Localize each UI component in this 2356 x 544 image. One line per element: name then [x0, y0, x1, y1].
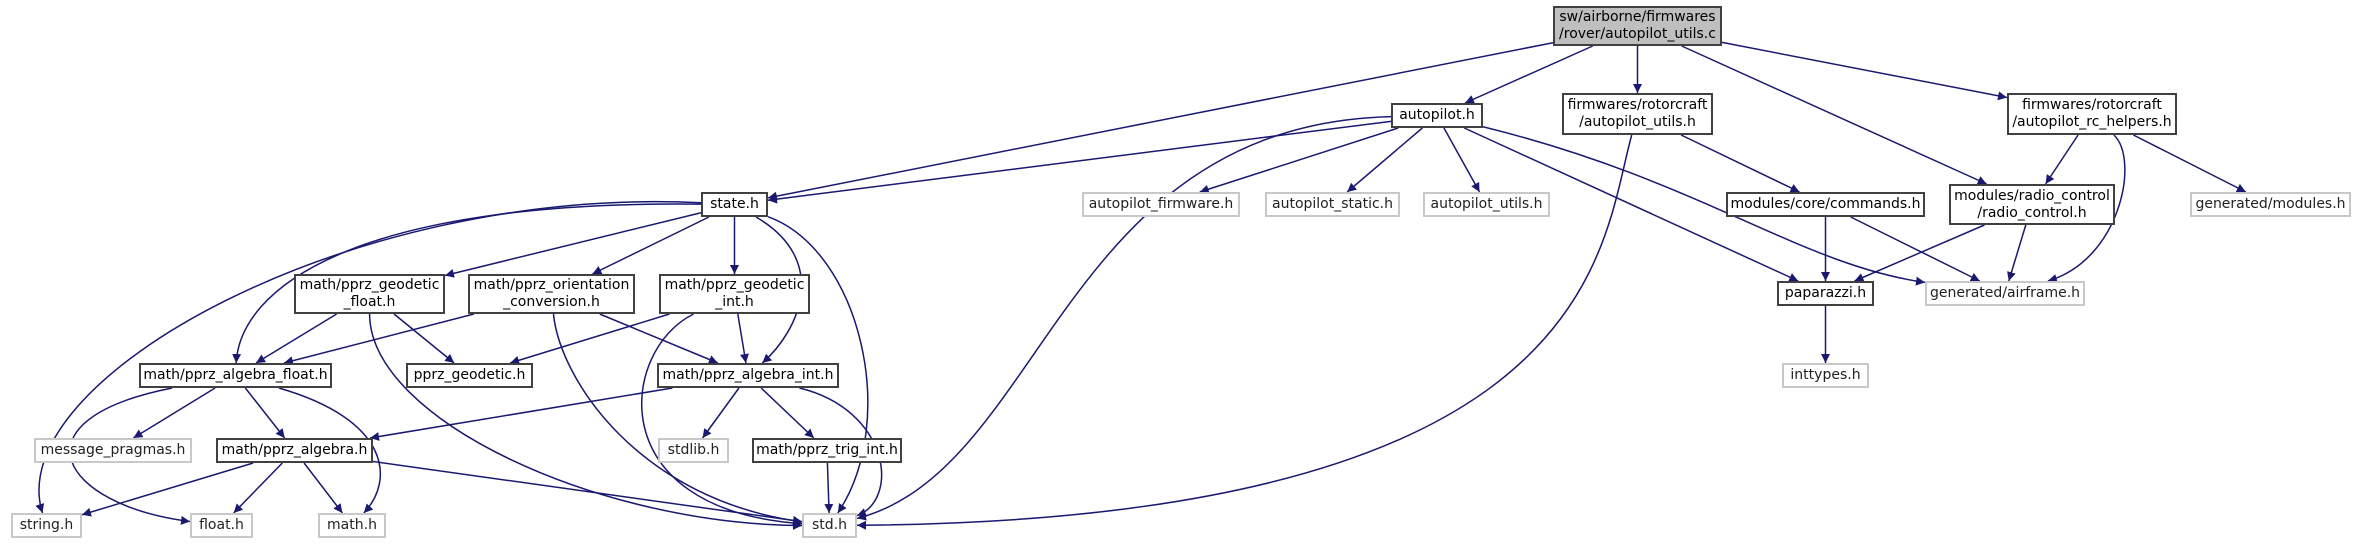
edge-pprz_algebra-to-math [303, 462, 344, 514]
edge-pprz_algebra-to-std [372, 460, 803, 525]
edge-geo_float-to-pprz_geodetic [393, 313, 455, 364]
node-radio[interactable]: modules/radio_control /radio_control.h [1949, 184, 2115, 225]
node-inttypes: inttypes.h [1782, 363, 1869, 388]
edge-autopilot-to-ap_utils [1443, 127, 1481, 193]
node-alg-int[interactable]: math/pprz_algebra_int.h [657, 363, 839, 388]
node-commands[interactable]: modules/core/commands.h [1726, 192, 1925, 217]
node-msg-pragmas: message_pragmas.h [34, 438, 192, 463]
edge-trig_int-to-std [824, 462, 834, 514]
edge-autopilot-to-state [767, 120, 1392, 204]
edge-root-to-rc_helpers [1721, 41, 2008, 101]
edge-orient-to-alg_float [283, 313, 475, 366]
node-geo-int[interactable]: math/pprz_geodetic _int.h [659, 274, 810, 314]
edge-state-to-geo_float [444, 211, 702, 278]
edge-root-to-radio [1681, 45, 1987, 185]
edge-autopilot-to-ap_firmware [1199, 127, 1399, 194]
node-std: std.h [802, 513, 857, 538]
node-rc-helpers[interactable]: firmwares/rotorcraft /autopilot_rc_helpe… [2007, 93, 2177, 135]
edge-orient-to-alg_int [599, 313, 719, 364]
edge-pprz_algebra-to-float [233, 462, 283, 514]
edge-orient-to-std [552, 313, 803, 526]
node-state[interactable]: state.h [701, 192, 768, 217]
node-orient[interactable]: math/pprz_orientation _conversion.h [468, 274, 635, 314]
node-ap-utils: autopilot_utils.h [1423, 192, 1550, 217]
node-pprz-algebra[interactable]: math/pprz_algebra.h [216, 438, 373, 463]
edge-state-to-string [35, 200, 702, 514]
edge-radio-to-paparazzi [1854, 224, 1985, 282]
node-pprz-geodetic[interactable]: pprz_geodetic.h [406, 363, 533, 388]
edge-alg_int-to-stdlib [701, 387, 740, 439]
node-ap-static: autopilot_static.h [1265, 192, 1400, 217]
edge-fw_utils-to-commands [1680, 134, 1800, 193]
edge-radio-to-airframe [2007, 224, 2027, 282]
node-paparazzi[interactable]: paparazzi.h [1777, 281, 1874, 306]
node-string: string.h [11, 513, 82, 538]
edge-alg_float-to-math [278, 387, 382, 514]
node-gen-modules: generated/modules.h [2190, 192, 2351, 217]
edge-alg_int-to-trig_int [760, 387, 815, 439]
edge-geo_float-to-alg_float [255, 313, 338, 364]
edge-autopilot-to-std [856, 115, 1392, 521]
node-alg-float[interactable]: math/pprz_algebra_float.h [139, 363, 332, 388]
edge-autopilot-to-ap_static [1346, 127, 1423, 193]
edge-fw_utils-to-std [856, 134, 1633, 530]
node-autopilot[interactable]: autopilot.h [1391, 103, 1483, 128]
node-ap-firmware: autopilot_firmware.h [1082, 192, 1240, 217]
edge-state-to-alg_float [232, 203, 702, 364]
edge-geo_int-to-pprz_geodetic [509, 313, 670, 365]
edge-geo_int-to-alg_int [737, 313, 749, 364]
node-root[interactable]: sw/airborne/firmwares /rover/autopilot_u… [1553, 6, 1722, 46]
edge-state-to-std [767, 215, 869, 514]
edge-rc_helpers-to-gen_modules [2133, 134, 2247, 193]
node-math: math.h [318, 513, 386, 538]
node-airframe: generated/airframe.h [1925, 281, 2085, 306]
edge-root-to-state [767, 41, 1554, 201]
edge-geo_float-to-std [368, 313, 803, 530]
edge-geo_int-to-std [640, 313, 803, 528]
edge-rc_helpers-to-airframe [2047, 134, 2126, 283]
edge-autopilot-to-paparazzi [1463, 127, 1799, 282]
edge-rc_helpers-to-radio [2044, 134, 2079, 185]
edge-state-to-orient [592, 216, 710, 275]
edge-root-to-autopilot [1464, 45, 1594, 104]
node-fw-utils[interactable]: firmwares/rotorcraft /autopilot_utils.h [1562, 93, 1713, 135]
node-stdlib: stdlib.h [658, 438, 729, 463]
edge-alg_int-to-pprz_algebra [369, 387, 673, 441]
edge-commands-to-airframe [1850, 216, 1981, 282]
node-trig-int[interactable]: math/pprz_trig_int.h [752, 438, 902, 463]
edge-alg_float-to-pprz_algebra [244, 387, 286, 439]
edge-alg_float-to-msg_pragmas [133, 387, 216, 439]
node-float: float.h [190, 513, 253, 538]
node-geo-float[interactable]: math/pprz_geodetic _float.h [294, 274, 445, 314]
edge-pprz_algebra-to-string [81, 462, 254, 517]
